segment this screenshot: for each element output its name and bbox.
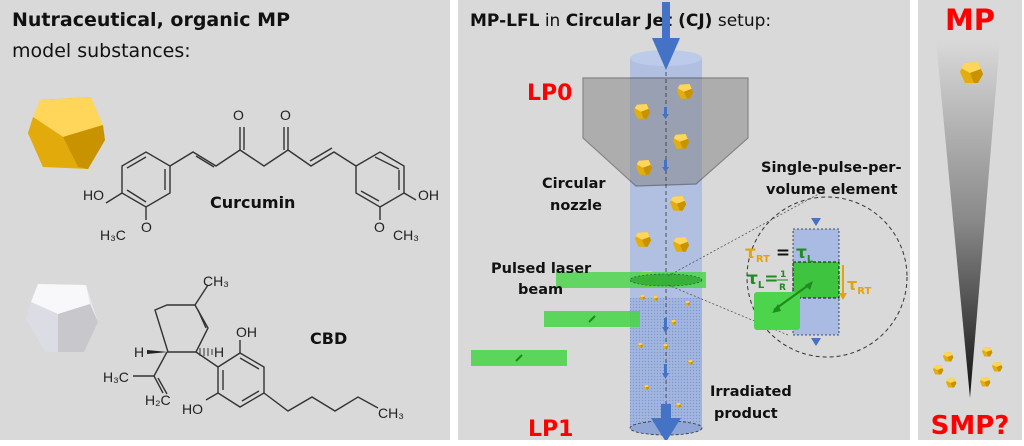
equation-tau-rt-equals-tau-l: τRT = τL	[745, 243, 814, 265]
curcumin-label: Curcumin	[210, 193, 295, 212]
microparticle	[673, 134, 690, 149]
product-label-line2: product	[714, 406, 778, 422]
inset-title-line2: volume element	[766, 182, 898, 198]
product-label-line1: Irradiated	[710, 384, 792, 400]
cbd-hash-bond	[199, 348, 213, 356]
title-part-in: in	[539, 11, 565, 31]
curcumin-structure	[105, 127, 417, 220]
cbd-h-left: H	[134, 344, 144, 360]
microparticle	[673, 237, 690, 252]
curcumin-ome-left-o: O	[141, 219, 152, 235]
smp-particle	[980, 377, 991, 387]
cbd-h2c: H₂C	[145, 392, 171, 408]
title-part-setup: setup:	[712, 11, 771, 31]
left-title-bold: Nutraceutical, organic MP	[12, 9, 290, 31]
cbd-ch3-top: CH₃	[203, 273, 229, 289]
cbd-ch3-tail: CH₃	[378, 405, 404, 421]
curcumin-ho: HO	[83, 187, 104, 203]
small-microparticle	[638, 343, 644, 348]
smp-label: SMP?	[931, 411, 1010, 440]
model-substances-figure: Nutraceutical, organic MP model substanc…	[12, 9, 439, 421]
smp-particle	[982, 347, 993, 357]
nozzle-label-line1: Circular	[542, 176, 606, 192]
curcumin-o2: O	[280, 107, 291, 123]
small-microparticle	[671, 320, 677, 325]
curcumin-o1: O	[233, 107, 244, 123]
small-microparticle	[676, 403, 682, 408]
equation-denominator: R	[779, 283, 786, 293]
nozzle-label-line2: nozzle	[550, 198, 602, 214]
small-microparticle	[663, 344, 669, 349]
equation-numerator: 1	[780, 270, 786, 280]
inlet-label-lp0: LP0	[527, 81, 572, 106]
smp-particle	[933, 365, 944, 375]
title-part-cj: Circular Jet (CJ)	[566, 11, 713, 31]
curcumin-h3c: H₃C	[100, 227, 126, 243]
flow-arrows	[651, 2, 681, 440]
cbd-label: CBD	[310, 329, 347, 348]
circular-nozzle	[582, 77, 749, 187]
small-microparticle	[688, 360, 694, 365]
left-title-regular: model substances:	[12, 40, 191, 62]
cbd-ho-bottom: HO	[182, 401, 203, 417]
cbd-oh-top: OH	[236, 324, 257, 340]
setup-title: MP-LFL in Circular Jet (CJ) setup:	[470, 11, 771, 31]
mp-label: MP	[945, 3, 995, 37]
smp-particle	[943, 352, 954, 362]
equation-tau-l: τL=	[747, 269, 778, 291]
small-microparticle	[644, 385, 650, 390]
small-microparticle	[653, 296, 659, 301]
smp-particle	[946, 378, 957, 388]
laser-label-line1: Pulsed laser	[491, 261, 592, 277]
mp-particle-icon	[960, 62, 983, 83]
size-reduction-figure: MP SMP?	[931, 3, 1010, 440]
cbd-h-right: H	[214, 344, 224, 360]
outlet-arrow-icon	[651, 418, 681, 440]
curcumin-oh: OH	[418, 187, 439, 203]
cbd-particle-icon	[26, 284, 98, 352]
laser-label-line2: beam	[518, 282, 563, 298]
small-microparticle	[640, 295, 646, 300]
inlet-arrow-shaft	[662, 2, 670, 40]
title-part-mp-lfl: MP-LFL	[470, 11, 540, 31]
smp-particle	[992, 362, 1003, 372]
microparticle	[635, 232, 652, 247]
inset-title-line1: Single-pulse-per-	[761, 160, 901, 176]
inlet-arrow-icon	[652, 38, 680, 70]
tau-rt-residence-label: τRT	[847, 275, 871, 297]
volume-element-inset	[746, 196, 908, 358]
curcumin-ch3: CH₃	[393, 227, 419, 243]
small-microparticle	[685, 301, 691, 306]
microparticle	[634, 104, 651, 119]
cbd-h3c: H₃C	[103, 369, 129, 385]
panel-cj-setup: MP-LFL in Circular Jet (CJ) setup:	[458, 0, 910, 440]
size-reduction-cone	[936, 40, 1000, 398]
microparticle	[670, 196, 687, 211]
curcumin-ome-right-o: O	[374, 219, 385, 235]
curcumin-particle-icon	[28, 97, 105, 169]
panel-mp-to-smp: MP SMP?	[918, 0, 1022, 440]
microparticle	[636, 160, 653, 175]
outlet-label-lp1: LP1	[528, 417, 573, 440]
cj-setup-figure: MP-LFL in Circular Jet (CJ) setup:	[470, 2, 908, 440]
smp-particles	[933, 347, 1003, 388]
panel-model-substances: Nutraceutical, organic MP model substanc…	[0, 0, 450, 440]
microparticle	[677, 84, 694, 99]
cbd-wedge-bond	[147, 350, 168, 354]
